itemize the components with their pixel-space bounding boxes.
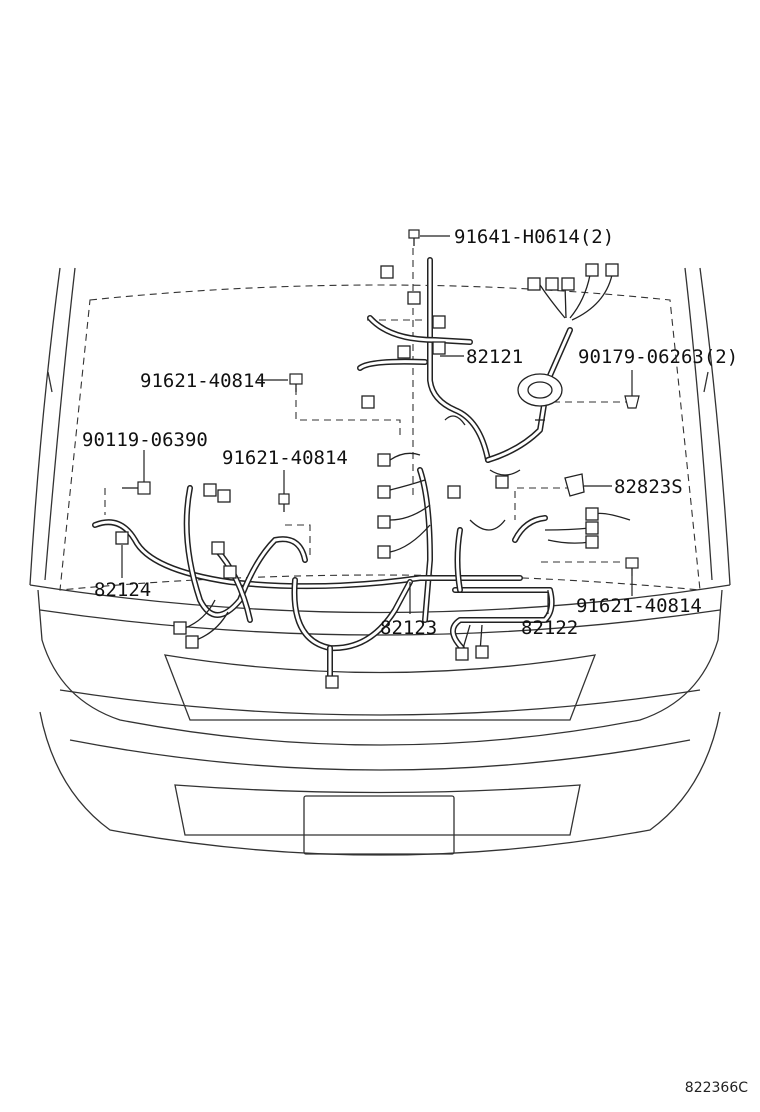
- connector-icon: [361, 395, 375, 409]
- callout-clamp-82823s: 82823S: [614, 476, 683, 498]
- connector-icon: [211, 541, 225, 555]
- connector-icon: [185, 635, 199, 649]
- left-harness-82124: [92, 485, 523, 623]
- bolt-icon: [122, 481, 151, 495]
- bolt-icon: [625, 557, 639, 576]
- callout-harness-82124: 82124: [94, 579, 151, 601]
- connector-icon: [173, 621, 187, 635]
- reference-code: 822366C: [685, 1080, 748, 1096]
- connector-icon: [223, 565, 237, 579]
- connector-icon: [585, 535, 599, 549]
- grommet-icon: [517, 373, 563, 421]
- connector-icon: [377, 545, 391, 559]
- callout-grommet: 90179-06263(2): [578, 346, 738, 368]
- callout-bolt-left-mid: 91621-40814: [222, 447, 348, 469]
- connector-icon: [203, 483, 217, 497]
- bolt-icon: [289, 373, 303, 392]
- connector-icon: [495, 475, 509, 489]
- connector-icon: [561, 277, 575, 291]
- connector-icon: [217, 489, 231, 503]
- connector-icon: [325, 675, 339, 689]
- clip-icon: [624, 395, 640, 409]
- callout-bolt-right: 91621-40814: [576, 595, 702, 617]
- connector-icon: [545, 277, 559, 291]
- callout-bolt-far-left: 90119-06390: [82, 429, 208, 451]
- right-harness-82122: [450, 515, 555, 651]
- callout-clip-top: 91641-H0614(2): [454, 226, 614, 248]
- connector-icon: [475, 645, 489, 659]
- vehicle-body-outline: [29, 267, 731, 856]
- clip-icon: [564, 473, 585, 497]
- connector-icon: [377, 485, 391, 499]
- center-harness-82123: [291, 577, 413, 683]
- connector-icon: [407, 291, 421, 305]
- main-harness-82121: [357, 257, 573, 623]
- connector-icon: [432, 315, 446, 329]
- connector-icon: [605, 263, 619, 277]
- connector-icon: [455, 647, 469, 661]
- callout-harness-82121: 82121: [466, 346, 523, 368]
- connector-icon: [585, 507, 599, 521]
- callout-bolt-left-upper: 91621-40814: [140, 370, 266, 392]
- connector-icon: [447, 485, 461, 499]
- bolt-icon: [278, 493, 290, 512]
- callout-harness-82122: 82122: [521, 617, 578, 639]
- connector-group: [115, 263, 619, 689]
- connector-icon: [377, 453, 391, 467]
- connector-icon: [585, 263, 599, 277]
- connector-icon: [115, 531, 129, 545]
- connector-icon: [380, 265, 394, 279]
- callout-leaders: [121, 235, 633, 614]
- connector-icon: [397, 345, 411, 359]
- connector-icon: [377, 515, 391, 529]
- callout-harness-82123: 82123: [380, 617, 437, 639]
- connector-icon: [432, 341, 446, 355]
- connector-icon: [585, 521, 599, 535]
- connector-icon: [527, 277, 541, 291]
- bolt-icon: [408, 229, 420, 246]
